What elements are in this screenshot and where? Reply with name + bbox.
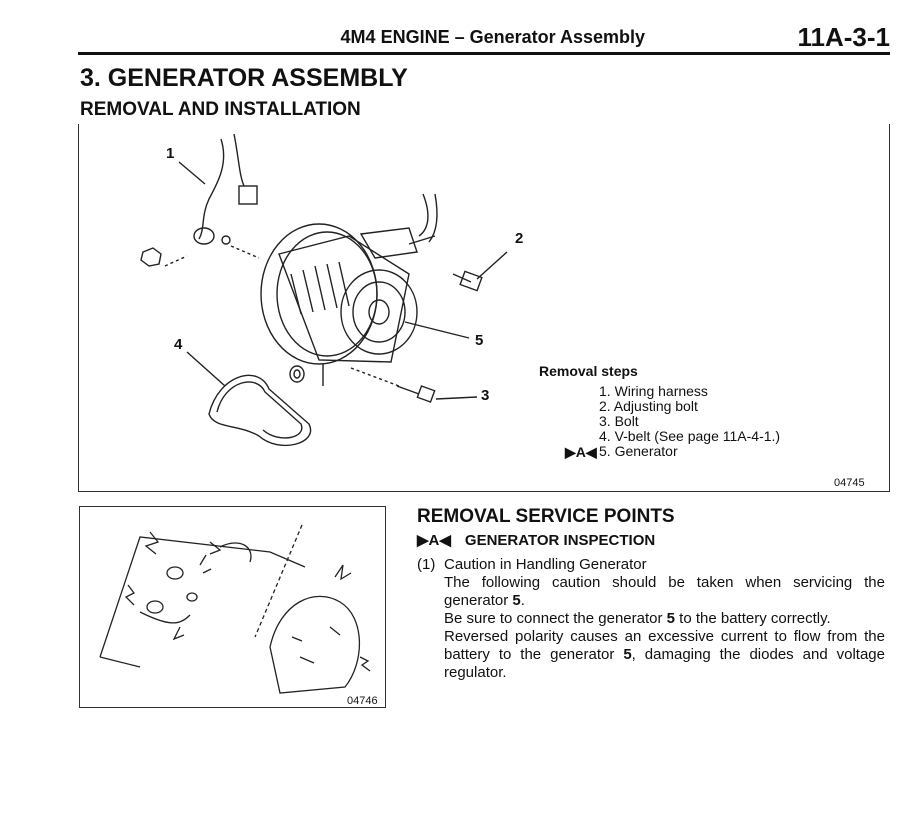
paragraph: Reversed polarity causes an excessive cu… bbox=[444, 628, 885, 681]
battery-terminal-positive bbox=[166, 566, 184, 580]
callout-3: 3 bbox=[481, 387, 490, 404]
leader-5 bbox=[404, 321, 470, 339]
service-points-subtitle: ▶A◀ GENERATOR INSPECTION bbox=[417, 531, 655, 549]
removal-steps-title: Removal steps bbox=[539, 363, 638, 379]
header-title: 4M4 ENGINE – Generator Assembly bbox=[340, 27, 645, 47]
item-caption: Caution in Handling Generator bbox=[444, 556, 647, 573]
item-number: (1) bbox=[417, 556, 436, 573]
service-point-tag: ▶A◀ bbox=[565, 444, 597, 460]
removal-step: 3. Bolt bbox=[599, 413, 639, 429]
figure-id: 04746 bbox=[347, 695, 378, 707]
inspection-title: GENERATOR INSPECTION bbox=[464, 532, 656, 549]
service-points-title: REMOVAL SERVICE POINTS bbox=[417, 506, 675, 527]
harness-terminal bbox=[193, 227, 215, 245]
generator-pulley bbox=[340, 269, 418, 355]
leader-1 bbox=[178, 161, 206, 185]
battery-outline bbox=[99, 536, 306, 658]
battery-terminal-negative bbox=[146, 600, 164, 614]
polarity-illustration bbox=[99, 524, 371, 694]
harness-wire bbox=[198, 138, 225, 240]
leader-2 bbox=[476, 251, 508, 280]
removal-step: 1. Wiring harness bbox=[599, 383, 708, 399]
v-belt bbox=[208, 374, 312, 447]
washer bbox=[289, 365, 305, 383]
removal-step: 4. V-belt (See page 11A-4-1.) bbox=[599, 428, 781, 444]
page-number: 11A-3-1 bbox=[797, 22, 891, 52]
figure-id: 04745 bbox=[834, 477, 865, 489]
section-subtitle: REMOVAL AND INSTALLATION bbox=[80, 99, 361, 120]
generator-sketch bbox=[269, 595, 361, 694]
removal-step: 5. Generator bbox=[599, 443, 678, 459]
paragraph: Be sure to connect the generator 5 to th… bbox=[444, 610, 831, 627]
harness-connector bbox=[238, 185, 258, 205]
callout-5: 5 bbox=[475, 332, 484, 349]
callout-1: 1 bbox=[166, 145, 175, 162]
polarity-warning-figure bbox=[79, 506, 386, 708]
header-rule bbox=[78, 52, 890, 55]
leader-4 bbox=[186, 351, 226, 387]
paragraph: The following caution should be taken wh… bbox=[444, 574, 885, 609]
leader-3 bbox=[435, 396, 478, 400]
nut bbox=[140, 247, 162, 267]
generator-removal-figure: 1 2 3 4 5 bbox=[78, 124, 890, 492]
generator-diagram bbox=[140, 133, 508, 447]
adjusting-bolt bbox=[459, 270, 483, 292]
bolt bbox=[416, 385, 436, 403]
service-point-tag: ▶A◀ bbox=[417, 532, 451, 549]
service-instructions: (1) Caution in Handling Generator The fo… bbox=[417, 556, 885, 682]
generator-body bbox=[260, 223, 378, 365]
callout-4: 4 bbox=[174, 336, 183, 353]
removal-step: 2. Adjusting bolt bbox=[599, 398, 698, 414]
callout-2: 2 bbox=[515, 230, 524, 247]
spark-icon bbox=[144, 531, 160, 555]
section-title: 3. GENERATOR ASSEMBLY bbox=[80, 64, 408, 92]
